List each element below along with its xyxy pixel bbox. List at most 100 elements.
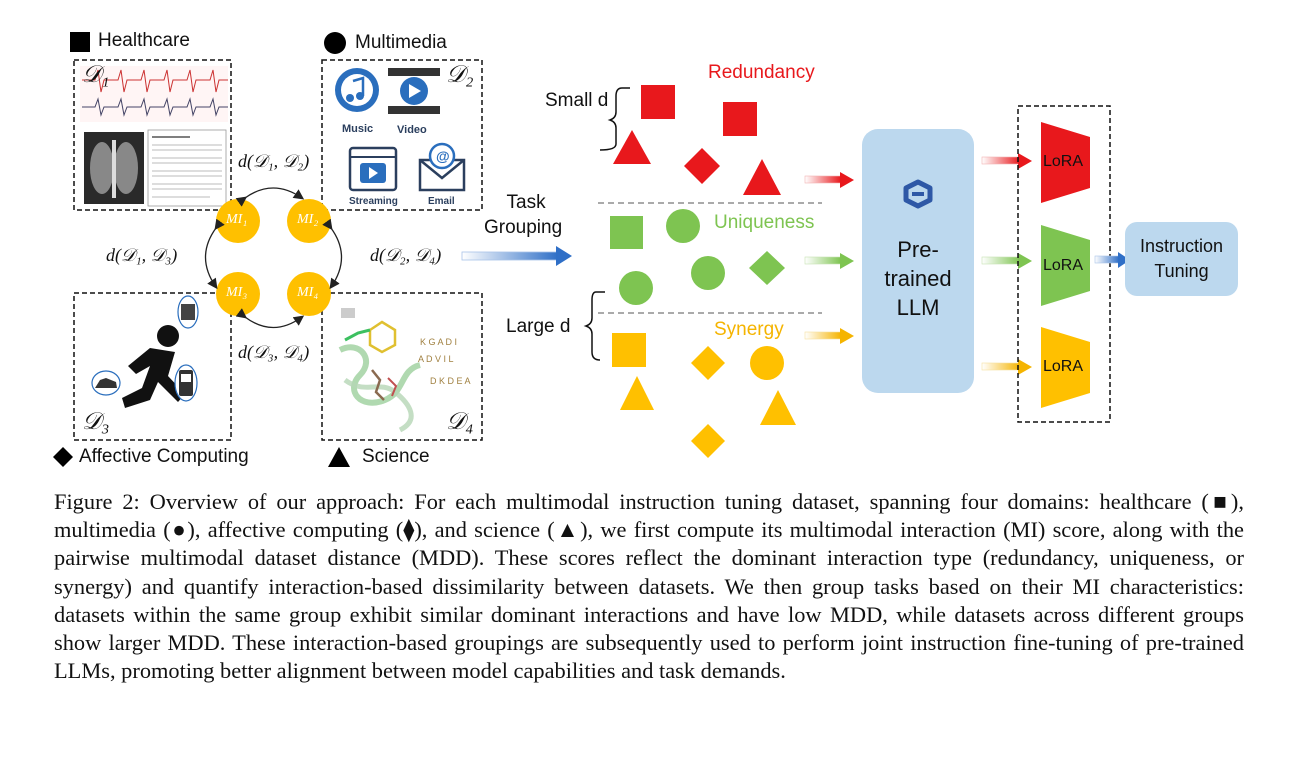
distance-d13: d(𝒟₁, 𝒟₃) — [106, 245, 178, 265]
science-triangle-icon — [328, 447, 350, 467]
llm-line1: Pre- — [897, 237, 939, 262]
synergy-triangle-1 — [620, 376, 654, 410]
music-label: Music — [342, 123, 374, 135]
music-icon — [335, 68, 379, 112]
pretrained-llm-box — [862, 129, 974, 393]
legend-affective: Affective Computing — [79, 446, 249, 467]
llm-line3: LLM — [896, 295, 940, 320]
d4-label: 𝒟₄ — [446, 409, 474, 435]
llm-to-lora-green-arrow — [981, 253, 1032, 269]
redundancy-triangle-1 — [613, 130, 651, 164]
lora-yellow-block — [1041, 327, 1090, 408]
uniqueness-label: Uniqueness — [714, 212, 815, 233]
d4-box — [321, 292, 483, 441]
small-d-brace — [599, 87, 630, 151]
uniqueness-circle-1 — [666, 209, 700, 243]
email-label: Email — [428, 196, 455, 207]
task-grouping-line1: Task — [506, 192, 546, 213]
small-d-label: Small d — [545, 90, 609, 111]
mi1-node — [216, 199, 260, 243]
svg-text:A D V I L: A D V I L — [418, 354, 454, 364]
mi2-node — [287, 199, 331, 243]
task-grouping-line2: Grouping — [484, 217, 563, 238]
redundancy-label: Redundancy — [708, 62, 815, 83]
pretrained-llm-label: Pre- trained LLM — [862, 235, 974, 322]
distance-d12: d(𝒟₁, 𝒟₂) — [238, 151, 310, 171]
synergy-diamond-2 — [691, 424, 725, 458]
tuning-line2: Tuning — [1154, 261, 1209, 281]
lora-to-tuning-arrow — [1094, 252, 1130, 268]
streaming-label: Streaming — [349, 196, 398, 207]
approach-figure: @ K G A D I A — [53, 30, 1238, 467]
uniqueness-circle-2 — [619, 271, 653, 305]
report-document-image — [147, 129, 227, 207]
smartwatch-icon — [177, 295, 199, 329]
uniqueness-circle-3 — [691, 256, 725, 290]
video-label: Video — [397, 124, 427, 136]
lora-red-label: LoRA — [1043, 153, 1084, 170]
mi1-label: MI₁ — [226, 212, 248, 227]
email-icon: @ — [418, 142, 466, 192]
lora-green-label: LoRA — [1043, 257, 1084, 274]
task-grouping-label: Task Grouping — [484, 190, 562, 240]
mi2-label: MI₂ — [297, 212, 319, 227]
instruction-tuning-box — [1125, 222, 1238, 296]
figure-caption: Figure 2: Overview of our approach: For … — [54, 488, 1244, 685]
lora-red-block — [1041, 122, 1090, 203]
chest-xray-image — [84, 132, 144, 204]
d2-box — [321, 59, 483, 211]
d24-arc — [322, 218, 343, 290]
caption-text: Overview of our approach: For each multi… — [54, 489, 1244, 684]
synergy-label: Synergy — [714, 319, 784, 340]
legend-multimedia: Multimedia — [355, 32, 447, 53]
figure-graphics: @ K G A D I A — [53, 32, 1238, 467]
runner-icon — [122, 325, 185, 408]
d3-label: 𝒟₃ — [82, 409, 110, 435]
lora-green-block — [1041, 225, 1090, 306]
d1-box — [73, 59, 232, 211]
synergy-to-llm-arrow — [804, 328, 854, 344]
mi3-label: MI₃ — [226, 285, 248, 300]
synergy-diamond-1 — [691, 346, 725, 380]
ecg-signal-image — [80, 66, 228, 122]
phone-device-icon — [174, 364, 198, 402]
llm-line2: trained — [884, 266, 952, 291]
tuning-line1: Instruction — [1139, 236, 1224, 256]
svg-text:D K D E A: D K D E A — [430, 376, 471, 386]
legend-healthcare: Healthcare — [98, 30, 190, 51]
video-icon — [388, 68, 440, 114]
large-d-brace — [583, 291, 605, 361]
caption-label: Figure 2: — [54, 489, 140, 514]
llm-to-lora-yellow-arrow — [981, 359, 1032, 375]
instruction-tuning-label: Instruction Tuning — [1125, 234, 1238, 284]
distance-d34: d(𝒟₃, 𝒟₄) — [238, 342, 310, 362]
llm-to-lora-red-arrow — [981, 153, 1032, 169]
synergy-triangle-2 — [760, 390, 796, 425]
uniqueness-to-llm-arrow — [804, 253, 854, 269]
llm-logo-icon — [903, 179, 933, 209]
distance-d24: d(𝒟₂, 𝒟₄) — [370, 245, 442, 265]
streaming-icon — [348, 146, 398, 192]
uniqueness-diamond — [749, 251, 785, 285]
redundancy-triangle-2 — [743, 159, 781, 195]
molecule-protein-image: K G A D I A D V I L D K D E A — [338, 308, 471, 433]
healthcare-square-icon — [70, 32, 90, 52]
lora-container — [1017, 105, 1111, 423]
d34-arc — [235, 308, 305, 329]
d12-arc — [235, 187, 305, 207]
redundancy-diamond — [684, 148, 720, 184]
affective-diamond-icon — [53, 447, 73, 467]
synergy-circle — [750, 346, 784, 380]
svg-text:@: @ — [436, 148, 450, 164]
task-grouping-arrow — [461, 246, 572, 266]
redundancy-square-2 — [723, 102, 757, 136]
d13-arc — [204, 218, 225, 290]
multimedia-circle-icon — [324, 32, 346, 54]
d1-label: 𝒟₁ — [82, 62, 110, 88]
synergy-square — [612, 333, 646, 367]
large-d-label: Large d — [506, 316, 571, 337]
d2-label: 𝒟₂ — [446, 62, 474, 88]
mi4-node — [287, 272, 331, 316]
svg-text:K G A D I: K G A D I — [420, 337, 457, 347]
uniqueness-square — [610, 216, 643, 249]
